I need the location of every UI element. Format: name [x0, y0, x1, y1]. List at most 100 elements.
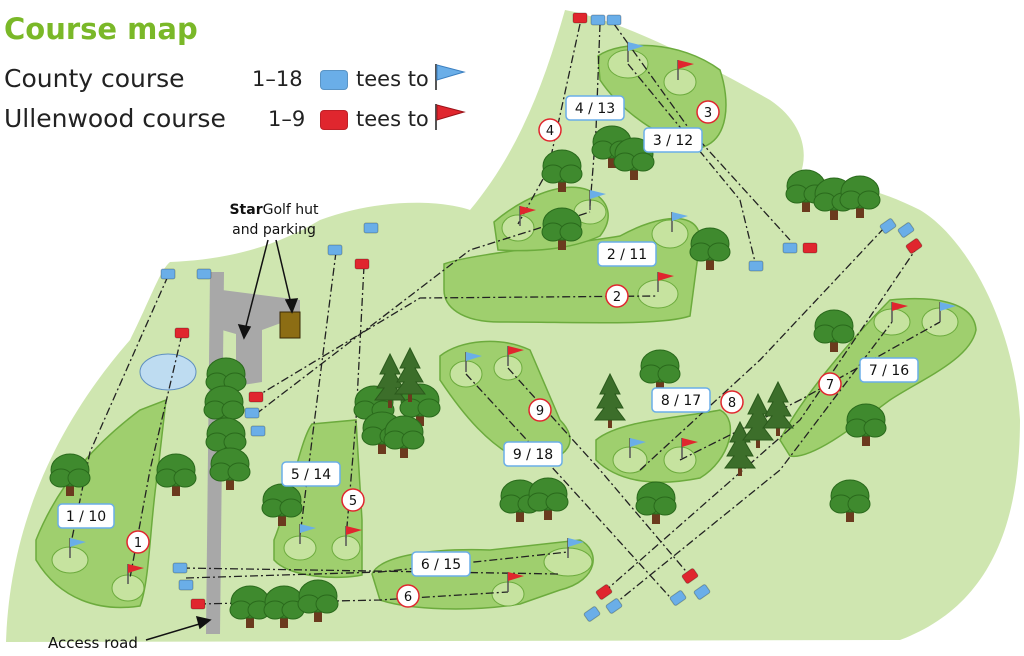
ullenwood-hole-9-text: 9: [536, 404, 544, 419]
county-tee-icon: [606, 14, 622, 26]
legend-county-flag-icon: [432, 62, 468, 98]
legend-county-tee-icon: [320, 70, 348, 90]
road-label: Access road: [48, 634, 138, 652]
county-tee-icon: [748, 260, 764, 272]
county-tee-icon: [782, 242, 798, 254]
legend-county: County course 1–18 tees to: [4, 64, 474, 98]
ullenwood-hole-5-text: 5: [349, 494, 357, 509]
county-hole-9-18: 9 / 18: [503, 441, 563, 467]
pond: [139, 353, 197, 391]
ullenwood-tee-icon: [681, 568, 699, 584]
county-hole-7-16-text: 7 / 16: [869, 363, 909, 379]
county-tee-icon: [363, 222, 379, 234]
county-tee-icon: [160, 268, 176, 280]
county-tee-icon: [178, 579, 194, 591]
ullenwood-tee-icon: [595, 584, 613, 600]
county-hole-8-17-text: 8 / 17: [661, 393, 701, 409]
ullenwood-flag-icon: [681, 438, 698, 458]
ullenwood-flag-icon: [891, 302, 908, 322]
ullenwood-hole-1: 1: [126, 530, 150, 554]
hut-label-rest: Golf hut: [262, 202, 319, 218]
county-hole-5-14-text: 5 / 14: [291, 467, 331, 483]
ullenwood-tee-icon: [905, 238, 923, 254]
ullenwood-hole-3-text: 3: [704, 106, 712, 121]
county-flag-icon: [939, 302, 956, 322]
county-tee-icon: [590, 14, 606, 26]
legend-ullenwood-range: 1–9: [268, 107, 306, 131]
ullenwood-flag-icon: [507, 346, 524, 366]
county-hole-2-11: 2 / 11: [597, 241, 657, 267]
ullenwood-flag-icon: [345, 526, 362, 546]
ullenwood-hole-8: 8: [720, 390, 744, 414]
hut-label-line2: and parking: [232, 222, 316, 238]
county-tee-icon: [879, 218, 897, 234]
legend-ullenwood: Ullenwood course 1–9 tees to: [4, 104, 474, 138]
tee-markers: [160, 12, 923, 622]
county-flag-icon: [567, 538, 584, 558]
county-tee-icon: [583, 606, 601, 622]
county-tee-icon: [172, 562, 188, 574]
ullenwood-flag-icon: [519, 206, 536, 226]
ullenwood-hole-7-text: 7: [826, 378, 834, 393]
county-flag-icon: [671, 212, 688, 232]
ullenwood-hole-5: 5: [341, 488, 365, 512]
county-hole-8-17: 8 / 17: [651, 387, 711, 413]
legend-ullenwood-flag-icon: [432, 102, 468, 138]
county-tee-icon: [693, 584, 711, 600]
ullenwood-hole-7: 7: [818, 372, 842, 396]
ullenwood-tee-icon: [190, 598, 206, 610]
county-hole-labels: 1 / 10 2 / 11 3 / 12 4 / 13 5 / 14 6 / 1…: [57, 95, 919, 577]
county-tee-icon: [669, 590, 687, 606]
hut-label: StarGolf hut and parking: [214, 200, 334, 240]
county-flag-icon: [627, 42, 644, 62]
page-title: Course map: [4, 12, 198, 46]
flag-markers: [69, 42, 956, 592]
ullenwood-flag-icon: [677, 60, 694, 80]
ullenwood-hole-2-text: 2: [613, 290, 621, 305]
ullenwood-hole-3: 3: [696, 100, 720, 124]
legend-ullenwood-tee-icon: [320, 110, 348, 130]
county-tee-icon: [244, 407, 260, 419]
ullenwood-flag-icon: [657, 272, 674, 292]
legend-ullenwood-name: Ullenwood course: [4, 104, 226, 133]
legend-ullenwood-text: tees to: [356, 107, 429, 131]
county-tee-icon: [605, 598, 623, 614]
ullenwood-hole-6-text: 6: [404, 590, 412, 605]
county-hole-3-12: 3 / 12: [643, 127, 703, 153]
legend-county-range: 1–18: [252, 67, 303, 91]
county-hole-3-12-text: 3 / 12: [653, 133, 693, 149]
county-hole-9-18-text: 9 / 18: [513, 447, 553, 463]
ullenwood-tee-icon: [572, 12, 588, 24]
county-hole-5-14: 5 / 14: [281, 461, 341, 487]
ullenwood-tee-icon: [802, 242, 818, 254]
greens: [51, 49, 959, 607]
county-hole-7-16: 7 / 16: [859, 357, 919, 383]
county-hole-6-15: 6 / 15: [411, 551, 471, 577]
county-hole-1-10: 1 / 10: [57, 503, 115, 529]
legend-county-name: County course: [4, 64, 185, 93]
legend-county-text: tees to: [356, 67, 429, 91]
county-hole-4-13: 4 / 13: [565, 95, 625, 121]
ullenwood-hole-4-text: 4: [546, 124, 554, 139]
ullenwood-tee-icon: [248, 391, 264, 403]
ullenwood-hole-1-text: 1: [134, 536, 142, 551]
county-tee-icon: [196, 268, 212, 280]
county-tee-icon: [250, 425, 266, 437]
ullenwood-hole-2: 2: [605, 284, 629, 308]
ullenwood-hole-6: 6: [396, 584, 420, 608]
land-area: [6, 10, 1020, 642]
ullenwood-flag-icon: [127, 564, 144, 584]
label-arrows: [145, 239, 299, 641]
county-flag-icon: [69, 538, 86, 558]
county-flag-icon: [465, 352, 482, 372]
ullenwood-hole-labels: 1 2 3 4 5 6 7 8 9: [126, 100, 842, 608]
ullenwood-tee-icon: [174, 327, 190, 339]
county-hole-1-10-text: 1 / 10: [66, 509, 106, 525]
stargolf-hut: [279, 311, 301, 339]
ullenwood-hole-9: 9: [528, 398, 552, 422]
hut-label-bold: Star: [229, 202, 263, 218]
county-hole-6-15-text: 6 / 15: [421, 557, 461, 573]
county-tee-icon: [327, 244, 343, 256]
county-tee-icon: [897, 222, 915, 238]
county-hole-4-13-text: 4 / 13: [575, 101, 615, 117]
